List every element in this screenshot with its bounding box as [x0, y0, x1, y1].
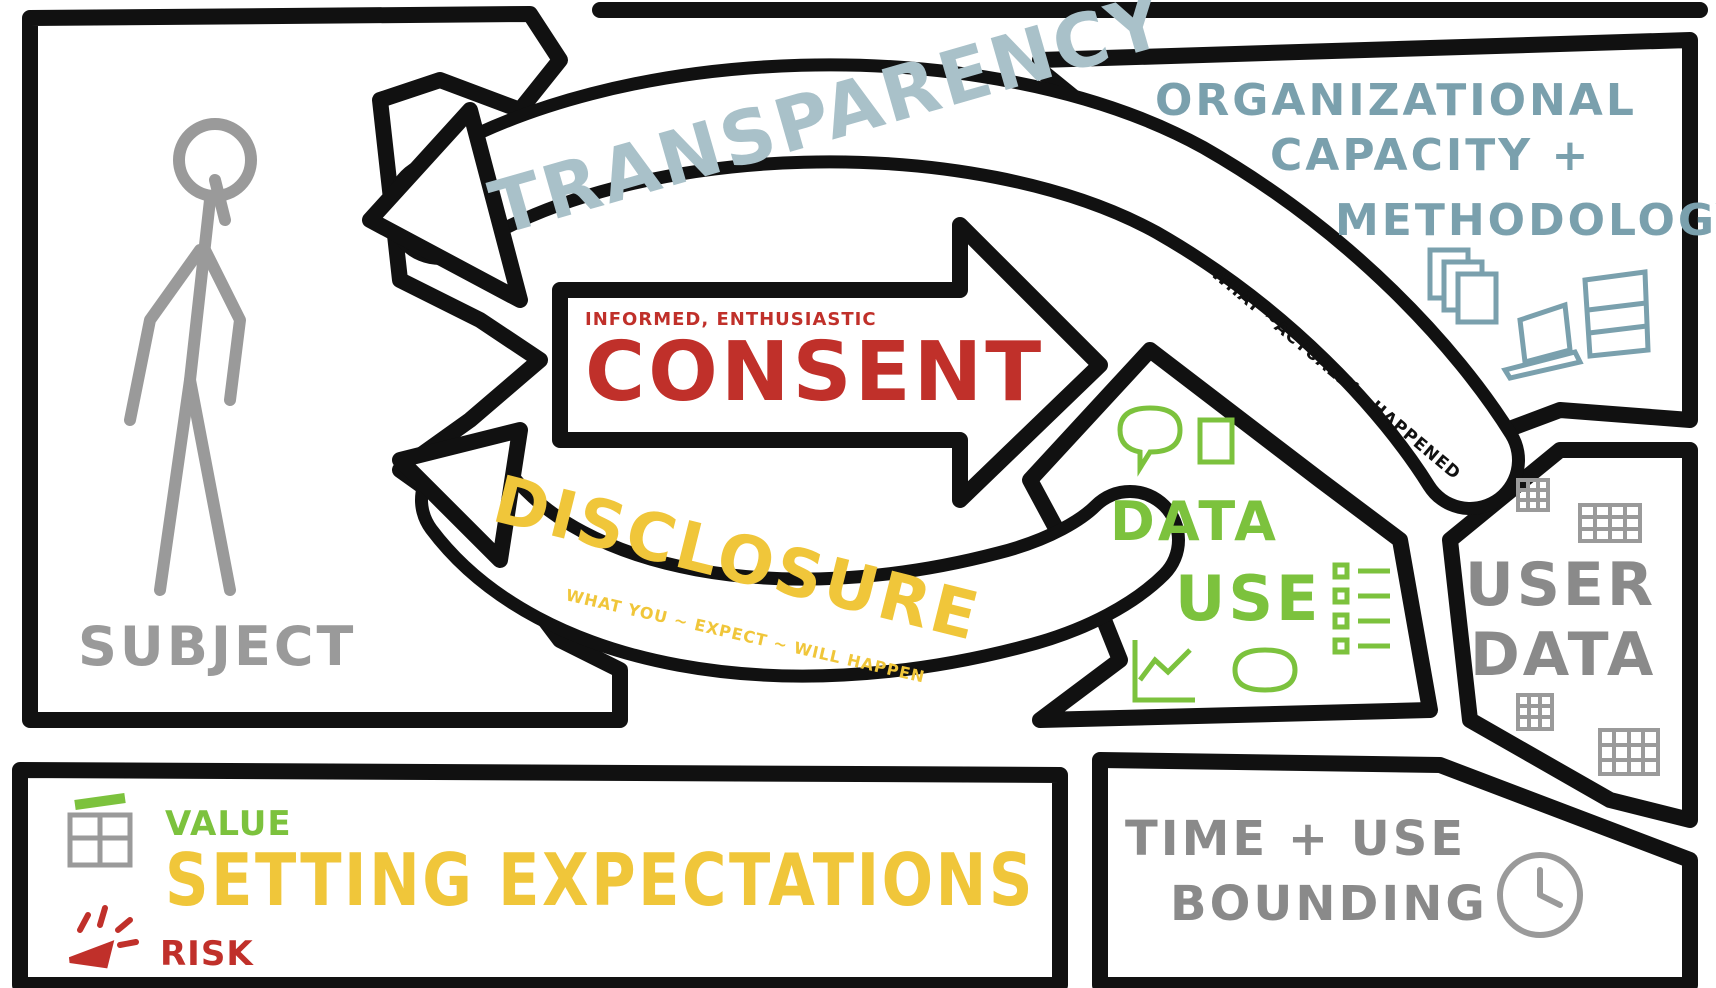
- table-grid-icon: [1578, 503, 1642, 543]
- time-panel: [1092, 752, 1698, 988]
- setting-expectations-panel: [12, 762, 1068, 988]
- user-data-line1: USER: [1465, 550, 1656, 620]
- speech-bubble-icon: [1117, 405, 1183, 477]
- time-line1: TIME + USE: [1125, 811, 1466, 867]
- consent-arrow: [552, 217, 1108, 508]
- transparency-arrow: [362, 58, 1525, 515]
- shelf-icon: [1582, 269, 1651, 359]
- data-use-panel: [1022, 342, 1438, 728]
- warning-burst-icon: [68, 905, 139, 969]
- data-use-line1: DATA: [1110, 490, 1279, 553]
- table-grid-icon: [1516, 478, 1550, 512]
- user-data-panel: [1442, 442, 1698, 828]
- table-grid-icon: [1516, 693, 1554, 731]
- table-grid-icon: [1598, 728, 1660, 776]
- risk-label: RISK: [160, 934, 254, 974]
- speech-bubble-icon: [1232, 647, 1298, 693]
- data-use-line2: USE: [1175, 562, 1321, 635]
- time-line2: BOUNDING: [1170, 876, 1488, 932]
- subject-panel: [22, 6, 628, 728]
- stick-figure-icon: [124, 118, 257, 596]
- consent-label: CONSENT: [585, 325, 1044, 420]
- organizational-line2: CAPACITY +: [1270, 130, 1591, 181]
- setting-expectations-label: SETTING EXPECTATIONS: [165, 838, 1035, 922]
- laptop-icon: [1501, 301, 1584, 381]
- gift-icon: [67, 793, 133, 868]
- document-stack-icon: [1197, 417, 1235, 465]
- line-chart-icon: [1132, 640, 1195, 703]
- consent-prefix: INFORMED, ENTHUSIASTIC: [585, 309, 877, 330]
- checklist-icon: [1332, 562, 1390, 655]
- user-data-line2: DATA: [1470, 620, 1656, 690]
- organizational-line1: ORGANIZATIONAL: [1155, 75, 1637, 126]
- clock-icon: [1497, 852, 1583, 938]
- value-label: VALUE: [165, 804, 292, 844]
- disclosure-arrow: [392, 422, 1185, 683]
- subject-label: SUBJECT: [78, 615, 356, 678]
- organizational-line3: METHODOLOGY: [1335, 195, 1716, 246]
- document-stack-icon: [1427, 247, 1499, 325]
